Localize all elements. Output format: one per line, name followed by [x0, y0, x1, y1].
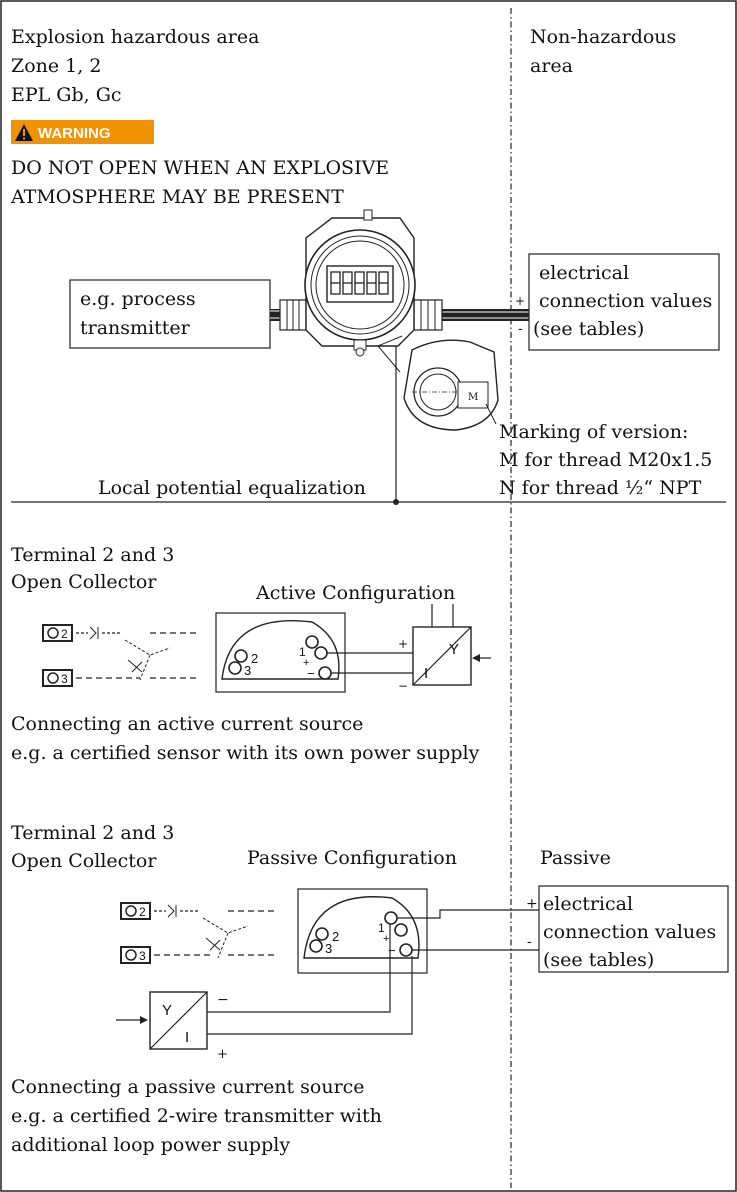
passive-elec-plus: +: [526, 896, 538, 912]
top-plus: +: [515, 294, 525, 308]
process-transmitter-line2: transmitter: [80, 317, 191, 339]
non-hazard-line2: area: [530, 55, 573, 77]
warning-text-line2: ATMOSPHERE MAY BE PRESENT: [10, 186, 344, 208]
ground-junction-dot: [393, 499, 399, 505]
cable-left: [270, 309, 280, 321]
top-elec-box: [528, 253, 720, 351]
non-hazard-line1: Non-hazardous: [530, 26, 676, 48]
marking-line1: Marking of version:: [499, 421, 688, 443]
passive-elec-minus: -: [527, 934, 532, 950]
top-elec-line1: electrical: [539, 262, 629, 284]
open-collector-symbol-passive: 2 3: [120, 902, 276, 964]
marking-line2: M for thread M20x1.5: [499, 449, 712, 471]
passive-conv-plus: +: [217, 1047, 228, 1062]
top-elec-line3: (see tables): [533, 318, 644, 340]
passive-conv-i: I: [185, 1029, 189, 1046]
display-device: [279, 209, 443, 357]
marking-line3: N for thread ½“ NPT: [499, 477, 702, 499]
active-minus: −: [307, 666, 315, 681]
active-caption-line2: e.g. a certified sensor with its own pow…: [11, 742, 480, 764]
hazard-area-title: Explosion hazardous area: [11, 26, 259, 48]
oc-term2-active: 2: [61, 627, 68, 641]
passive-term1: 1: [378, 921, 385, 935]
active-conv-y: Y: [449, 641, 459, 658]
passive-caption-line1: Connecting a passive current source: [11, 1076, 365, 1098]
process-transmitter-box: [69, 279, 271, 349]
active-terminal-line1: Terminal 2 and 3: [11, 544, 174, 566]
active-conv-i: I: [424, 665, 428, 682]
top-minus: -: [518, 321, 523, 337]
active-conv-minus: −: [398, 679, 408, 693]
active-term3: 3: [244, 663, 251, 678]
active-term1: 1: [299, 645, 306, 659]
passive-title: Passive Configuration: [247, 847, 457, 869]
active-title: Active Configuration: [255, 582, 455, 604]
passive-elec-line1: electrical: [543, 893, 633, 915]
passive-conv-y: Y: [162, 1002, 172, 1019]
passive-term2: 2: [332, 929, 339, 944]
passive-caption-line2: e.g. a certified 2-wire transmitter with: [11, 1105, 382, 1127]
passive-term3: 3: [325, 941, 332, 956]
process-transmitter-line1: e.g. process: [80, 288, 196, 310]
active-plus: +: [303, 657, 309, 669]
passive-terminal-line1: Terminal 2 and 3: [11, 822, 174, 844]
active-term2: 2: [251, 651, 258, 666]
passive-elec-line2: connection values: [543, 921, 716, 943]
warning-badge: WARNING: [11, 120, 154, 144]
warning-icon: [15, 124, 33, 141]
thread-detail-view: M: [377, 335, 499, 431]
oc-term3-passive: 3: [139, 949, 146, 963]
active-conv-plus: +: [398, 637, 408, 651]
thread-marker-letter: M: [468, 392, 478, 403]
cable-right: [442, 309, 529, 321]
hazard-epl: EPL Gb, Gc: [11, 84, 122, 106]
open-collector-symbol-active: 2 3: [42, 624, 198, 687]
top-elec-line2: connection values: [539, 290, 712, 312]
passive-caption-line3: additional loop power supply: [11, 1134, 290, 1156]
passive-minus: −: [388, 943, 396, 958]
warning-text-line1: DO NOT OPEN WHEN AN EXPLOSIVE: [11, 157, 389, 179]
oc-term2-passive: 2: [139, 905, 146, 919]
lcd-digits: [330, 271, 389, 295]
passive-terminal-line2: Open Collector: [11, 850, 157, 872]
passive-converter-yi: Y I: [116, 991, 208, 1050]
active-converter-yi: Y I: [412, 604, 491, 686]
passive-elec-line3: (see tables): [543, 949, 654, 971]
oc-term3-active: 3: [61, 672, 68, 686]
active-caption-line1: Connecting an active current source: [11, 713, 363, 735]
hazard-zone: Zone 1, 2: [11, 55, 101, 77]
passive-elec-box: [538, 885, 729, 973]
passive-conv-minus: −: [217, 992, 229, 1008]
passive-label: Passive: [540, 847, 611, 869]
local-potential-label: Local potential equalization: [98, 477, 366, 499]
passive-plus: +: [383, 933, 389, 945]
warning-label: WARNING: [38, 125, 111, 142]
active-terminal-line2: Open Collector: [11, 571, 157, 593]
